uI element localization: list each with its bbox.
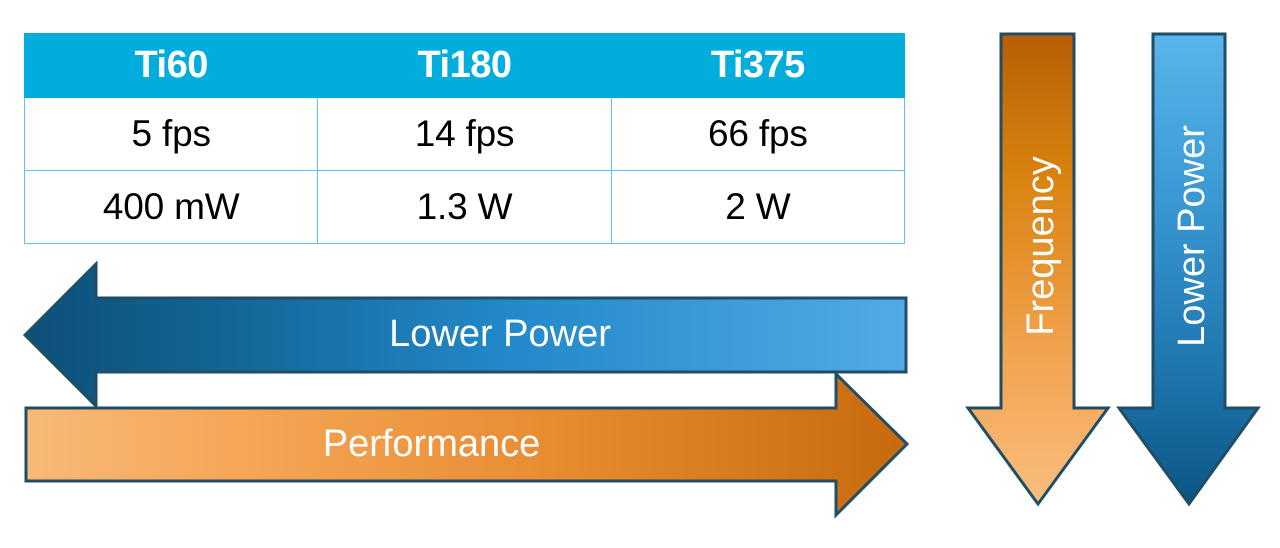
performance-arrow-icon bbox=[24, 370, 910, 519]
table-cell-fps-ti375: 66 fps bbox=[610, 97, 906, 171]
table-cell-fps-ti60: 5 fps bbox=[23, 97, 319, 171]
table-cell-power-ti180: 1.3 W bbox=[317, 170, 612, 244]
table-cell-fps-ti180: 14 fps bbox=[317, 97, 612, 171]
frequency-arrow: Frequency bbox=[960, 26, 1116, 512]
table-row: 5 fps 14 fps 66 fps bbox=[23, 97, 906, 171]
lower-power-vertical-arrow: Lower Power bbox=[1110, 26, 1266, 512]
lower-power-vertical-arrow-icon bbox=[1116, 32, 1261, 507]
performance-arrow: Performance bbox=[18, 368, 915, 520]
table-header-ti60: Ti60 bbox=[23, 33, 319, 98]
device-comparison-table: Ti60 Ti180 Ti375 5 fps 14 fps 66 fps 400… bbox=[23, 33, 906, 244]
table-header-ti375: Ti375 bbox=[610, 33, 906, 98]
table-cell-power-ti60: 400 mW bbox=[23, 170, 319, 244]
frequency-arrow-icon bbox=[965, 32, 1111, 507]
table-cell-power-ti375: 2 W bbox=[610, 170, 906, 244]
table-header-ti180: Ti180 bbox=[317, 33, 612, 98]
lower-power-arrow-icon bbox=[22, 260, 908, 410]
table-row: 400 mW 1.3 W 2 W bbox=[23, 170, 906, 244]
table-header-row: Ti60 Ti180 Ti375 bbox=[23, 33, 906, 98]
